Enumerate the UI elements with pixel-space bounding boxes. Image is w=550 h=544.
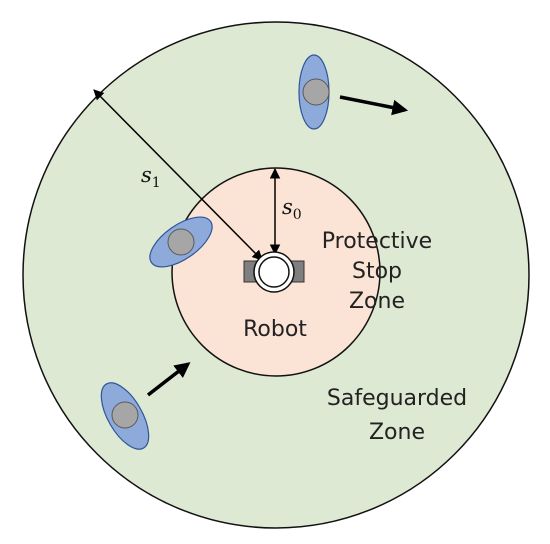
person-top-view-icon bbox=[100, 382, 150, 450]
protective-label-line1: Protective bbox=[322, 229, 432, 254]
person-top-motion-arrow bbox=[339, 95, 409, 116]
protective-label-line2: Stop bbox=[352, 259, 402, 284]
safeguarded-label-line2: Zone bbox=[369, 420, 425, 445]
person-top-view-icon bbox=[149, 216, 213, 268]
robot-base-icon bbox=[243, 251, 305, 293]
s0-label: s0 bbox=[282, 195, 302, 223]
robot-label: Robot bbox=[243, 317, 307, 342]
person-bottom-motion-arrow bbox=[146, 362, 191, 397]
person-top-view-icon bbox=[298, 54, 330, 130]
safeguarded-zone-label: Safeguarded Zone bbox=[327, 386, 467, 445]
protective-label-line3: Zone bbox=[349, 289, 405, 314]
protective-stop-zone-label: Protective Stop Zone bbox=[322, 229, 432, 314]
safeguarded-label-line1: Safeguarded bbox=[327, 386, 467, 411]
s1-dimension-line bbox=[93, 89, 263, 261]
s1-label: s1 bbox=[141, 163, 161, 191]
